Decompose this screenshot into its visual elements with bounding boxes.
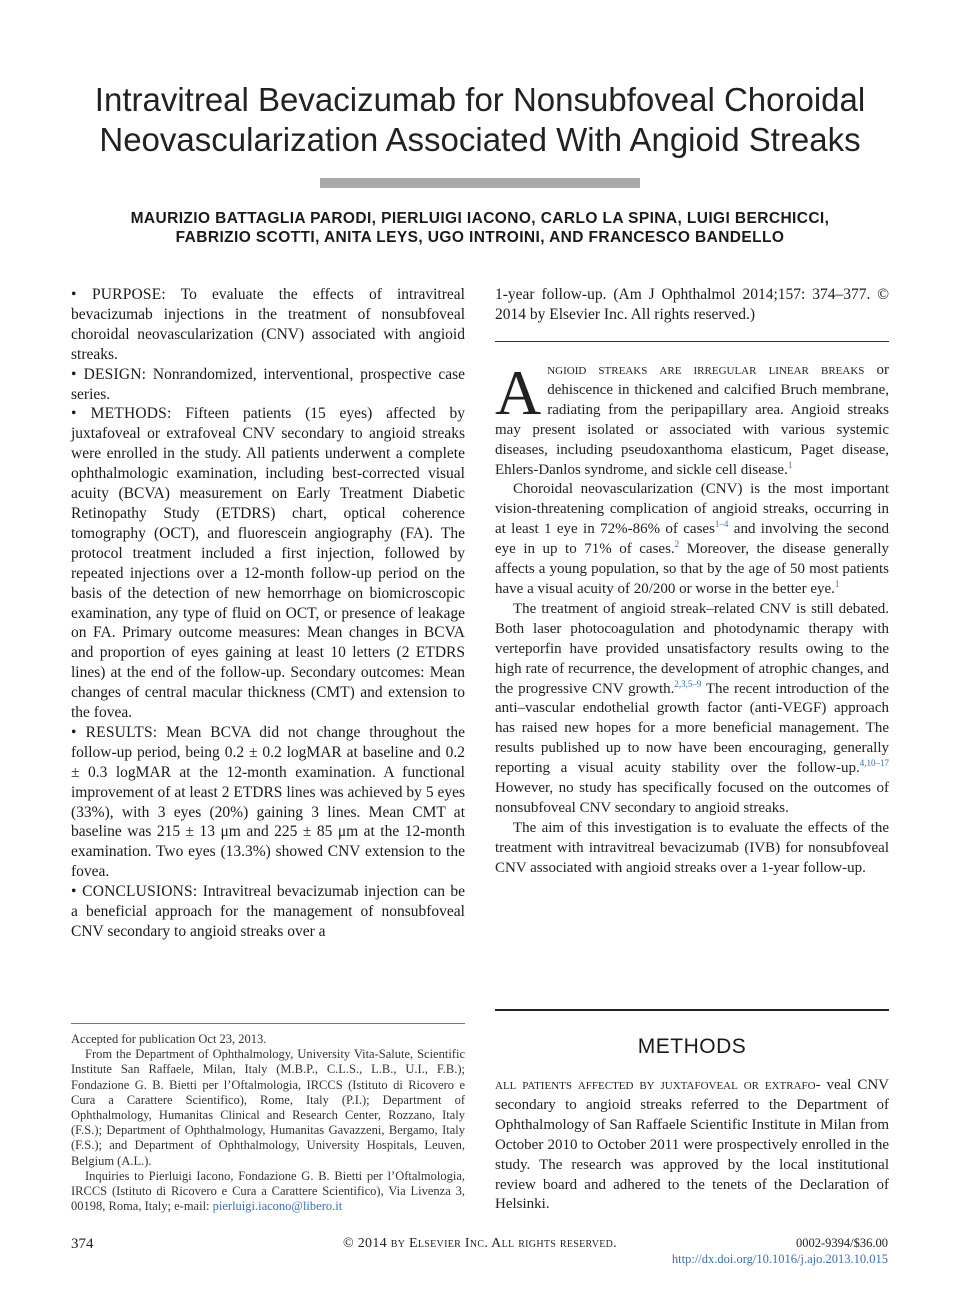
design-label: • DESIGN: [71,365,147,383]
accepted-date: Accepted for publication Oct 23, 2013. [71,1032,267,1046]
purpose-text: To evaluate the effects of intravitreal … [71,286,465,363]
design-text: Nonrandomized, interventional, prospecti… [71,365,465,403]
correspondence: Inquiries to Pierluigi Iacono, Fondazion… [71,1168,465,1214]
abstract-purpose: • PURPOSE: To evaluate the effects of in… [71,285,465,365]
reference-link[interactable]: 2 [674,539,680,550]
results-label: • RESULTS: [71,723,158,741]
affiliations: From the Department of Ophthalmology, Un… [71,1047,465,1168]
citation-line: 1-year follow-up. (Am J Ophthalmol 2014;… [495,286,889,323]
intro-paragraph: The aim of this investigation is to eval… [495,819,889,876]
methods-paragraph: all patients affected by juxtafoveal or … [495,1077,889,1213]
purpose-label: • PURPOSE: [71,286,166,303]
reference-link[interactable]: 1–4 [714,519,729,530]
reference-link[interactable]: 1 [834,578,840,589]
reference-link[interactable]: 1 [787,459,793,470]
drop-cap: A [495,357,542,428]
methods-section: all patients affected by juxtafoveal or … [495,1076,889,1215]
abstract-continuation: 1-year follow-up. (Am J Ophthalmol 2014;… [495,285,889,325]
methods-text: Fifteen patients (15 eyes) affected by j… [71,405,466,722]
abstract-methods: • METHODS: Fifteen patients (15 eyes) af… [71,404,465,723]
title-divider-bar [320,178,640,188]
conclusions-label: • CONCLUSIONS: [71,883,198,901]
intro-paragraph: Choroidal neovascularization (CNV) is th… [495,481,890,597]
lead-in-smallcaps: all patients affected by juxtafoveal or … [495,1077,821,1093]
copyright-notice: © 2014 by Elsevier Inc. All rights reser… [343,1236,617,1251]
abstract-conclusions: • CONCLUSIONS: Intravitreal bevacizumab … [71,882,465,942]
author-line: FABRIZIO SCOTTI, ANITA LEYS, UGO INTROIN… [175,229,785,246]
author-line: MAURIZIO BATTAGLIA PARODI, PIERLUIGI IAC… [130,210,830,227]
section-divider [495,1009,889,1011]
abstract-design: • DESIGN: Nonrandomized, interventional,… [71,365,465,405]
abstract-column: • PURPOSE: To evaluate the effects of in… [71,285,465,942]
methods-heading: METHODS [637,1035,747,1058]
issn-price: 0002-9394/$36.00 [795,1236,888,1250]
methods-label: • METHODS: [71,405,172,423]
intro-paragraph: The treatment of angioid streak–related … [495,600,889,816]
affiliation-footnote: Accepted for publication Oct 23, 2013. F… [71,1032,465,1214]
footnote-divider [71,1023,465,1024]
page-number: 374 [71,1236,94,1252]
doi-link[interactable]: http://dx.doi.org/10.1016/j.ajo.2013.10.… [671,1252,888,1266]
lead-in-smallcaps: ngioid streaks are irregular linear brea… [547,362,865,378]
abstract-results: • RESULTS: Mean BCVA did not change thro… [71,723,465,882]
abstract-divider [495,341,889,342]
conclusions-text: Intravitreal bevacizumab injection can b… [71,883,465,940]
article-title: Intravitreal Bevacizumab for Nonsubfovea… [94,81,866,158]
results-text: Mean BCVA did not change throughout the … [71,723,466,881]
author-list: MAURIZIO BATTAGLIA PARODI, PIERLUIGI IAC… [60,209,900,247]
email-link[interactable]: pierluigi.iacono@libero.it [212,1199,343,1214]
abstract: • PURPOSE: To evaluate the effects of in… [71,285,465,942]
reference-link[interactable]: 4,10–17 [859,758,889,769]
reference-link[interactable]: 2,3,5–9 [674,678,702,689]
